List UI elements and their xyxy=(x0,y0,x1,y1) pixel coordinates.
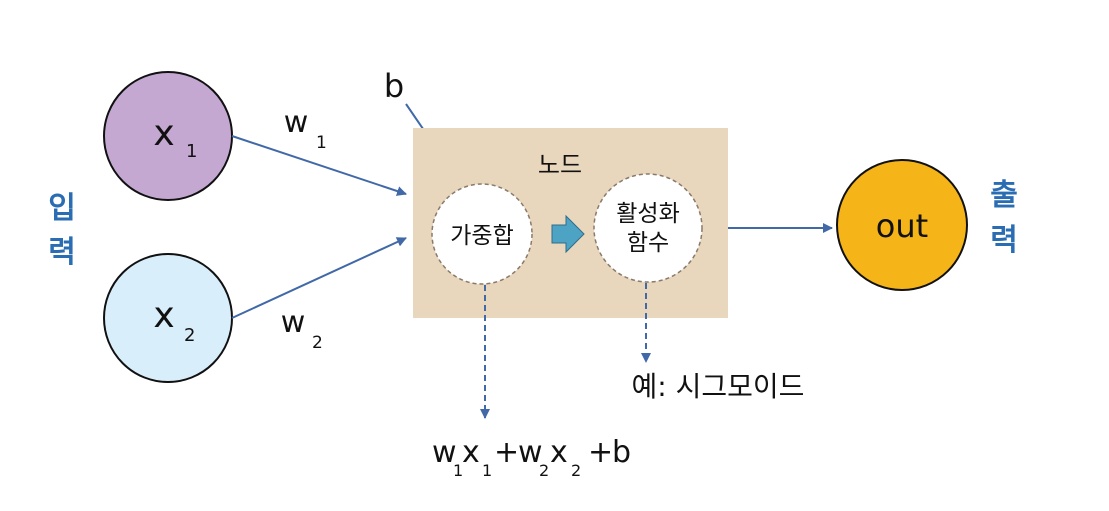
formula-x1-subscript: 1 xyxy=(482,461,492,480)
input-side-label-1: 입 xyxy=(48,191,76,226)
input-node-x2: x 2 xyxy=(103,253,233,383)
input-x2-subscript: 2 xyxy=(184,325,195,346)
formula-bias: b xyxy=(612,435,631,470)
activation-function-circle xyxy=(593,173,703,283)
activation-label-line2: 함수 xyxy=(627,230,669,256)
output-label: out xyxy=(876,207,928,245)
bias-label: b xyxy=(384,67,404,105)
formula-w1: w xyxy=(432,435,457,470)
formula-x2-subscript: 2 xyxy=(571,461,581,480)
formula-plus-1: + xyxy=(494,435,519,470)
formula-x2: x xyxy=(550,435,568,470)
output-node: out xyxy=(836,159,968,291)
output-side-label-1: 출 xyxy=(990,178,1018,213)
input-x1-label: x xyxy=(153,113,174,154)
node-box: 노드 가중합 활성화 함수 xyxy=(413,128,728,318)
inner-flow-arrow xyxy=(551,214,585,254)
weight-w1-subscript: 1 xyxy=(316,133,327,153)
weight-w1-label: w xyxy=(284,105,309,140)
activation-example: 예: 시그모이드 xyxy=(632,370,805,403)
input-x1-subscript: 1 xyxy=(186,141,197,162)
weighted-sum-label: 가중합 xyxy=(450,223,513,249)
node-title: 노드 xyxy=(538,151,582,179)
formula-x1: x xyxy=(462,435,480,470)
weight-arrow-w1 xyxy=(231,135,407,196)
activation-label-line1: 활성화 xyxy=(616,201,679,227)
weighted-sum-formula: w 1 x 1 + w 2 x 2 + b xyxy=(432,435,631,480)
weight-w2-label: w xyxy=(281,305,306,340)
input-node-x1: x 1 xyxy=(103,71,233,201)
formula-w2-subscript: 2 xyxy=(539,461,549,480)
formula-plus-2: + xyxy=(588,435,613,470)
input-x2-label: x xyxy=(153,295,174,336)
weighted-sum-circle xyxy=(431,183,533,285)
input-side-label-2: 력 xyxy=(48,235,76,270)
formula-w2: w xyxy=(518,435,543,470)
formula-w1-subscript: 1 xyxy=(453,461,463,480)
weight-arrow-w2 xyxy=(231,237,407,319)
weight-w2-subscript: 2 xyxy=(312,333,323,353)
output-side-label-2: 력 xyxy=(990,223,1018,258)
